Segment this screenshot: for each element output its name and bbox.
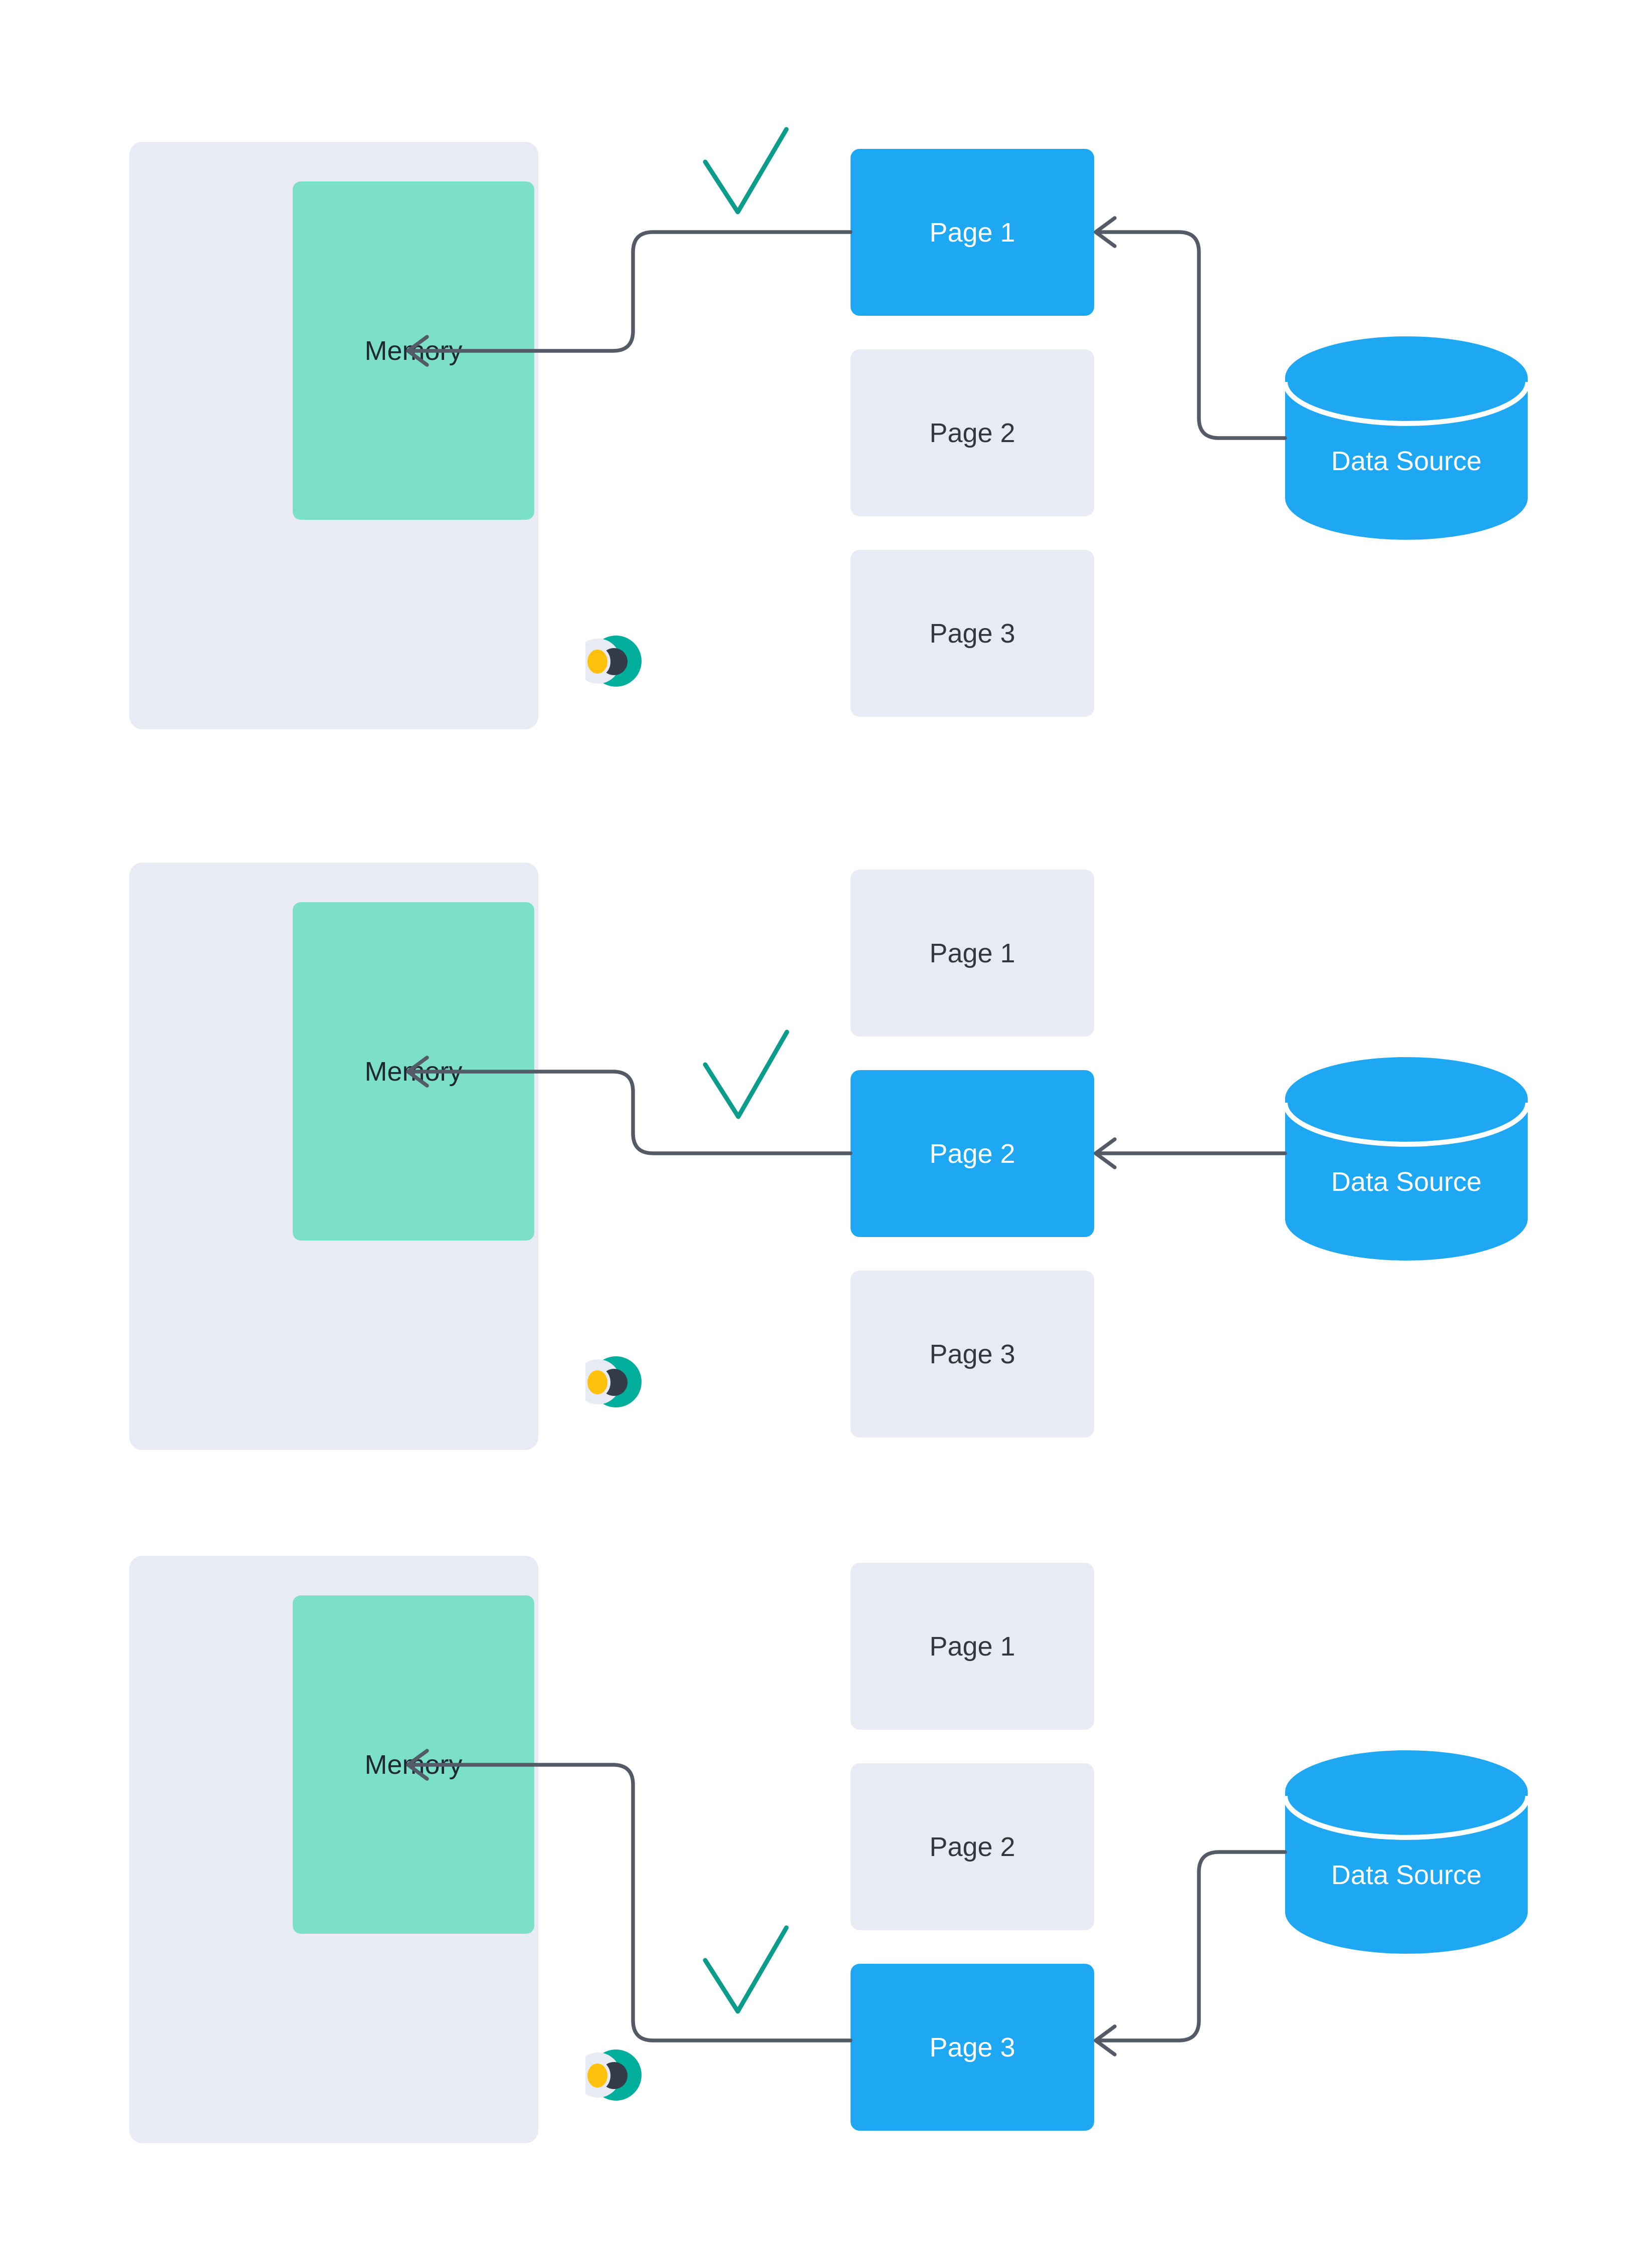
page-box-3: Page 3 bbox=[851, 550, 1094, 717]
memory-box: Memory bbox=[293, 181, 534, 520]
page-label: Page 3 bbox=[929, 2032, 1015, 2063]
crescent-logo-icon bbox=[585, 636, 642, 687]
memory-label: Memory bbox=[364, 335, 463, 366]
memory-container: Memory bbox=[129, 142, 642, 729]
page-box-2: Page 2 bbox=[851, 1763, 1094, 1930]
page-box-2: Page 2 bbox=[851, 349, 1094, 516]
page-label: Page 2 bbox=[929, 1138, 1015, 1169]
page-label: Page 2 bbox=[929, 1831, 1015, 1862]
page-box-2: Page 2 bbox=[851, 1070, 1094, 1237]
memory-container: Memory bbox=[129, 863, 642, 1450]
crescent-logo-icon bbox=[585, 2049, 642, 2101]
memory-label: Memory bbox=[364, 1749, 463, 1780]
page-box-3: Page 3 bbox=[851, 1964, 1094, 2131]
page-box-3: Page 3 bbox=[851, 1271, 1094, 1437]
page-label: Page 1 bbox=[929, 1631, 1015, 1662]
memory-label: Memory bbox=[364, 1056, 463, 1087]
page-label: Page 3 bbox=[929, 1339, 1015, 1369]
page-label: Page 1 bbox=[929, 217, 1015, 248]
crescent-logo-icon bbox=[585, 1356, 642, 1407]
page-box-1: Page 1 bbox=[851, 1563, 1094, 1730]
data-source-label: Data Source bbox=[1331, 1167, 1482, 1197]
data-source-label: Data Source bbox=[1331, 1860, 1482, 1890]
page-label: Page 3 bbox=[929, 618, 1015, 649]
panel-step-2: Memory Page 1 Page 2 Page 3 Data Source bbox=[0, 863, 1652, 1452]
memory-box: Memory bbox=[293, 1595, 534, 1934]
panel-step-3: Memory Page 1 Page 2 Page 3 Data Source bbox=[0, 1556, 1652, 2145]
page-box-1: Page 1 bbox=[851, 870, 1094, 1037]
panel-step-1: Memory Page 1 Page 2 Page 3 Data Source bbox=[0, 142, 1652, 731]
data-source-label: Data Source bbox=[1331, 446, 1482, 476]
page-box-1: Page 1 bbox=[851, 149, 1094, 316]
page-label: Page 2 bbox=[929, 418, 1015, 448]
memory-container: Memory bbox=[129, 1556, 642, 2143]
memory-box: Memory bbox=[293, 902, 534, 1241]
page-label: Page 1 bbox=[929, 938, 1015, 968]
